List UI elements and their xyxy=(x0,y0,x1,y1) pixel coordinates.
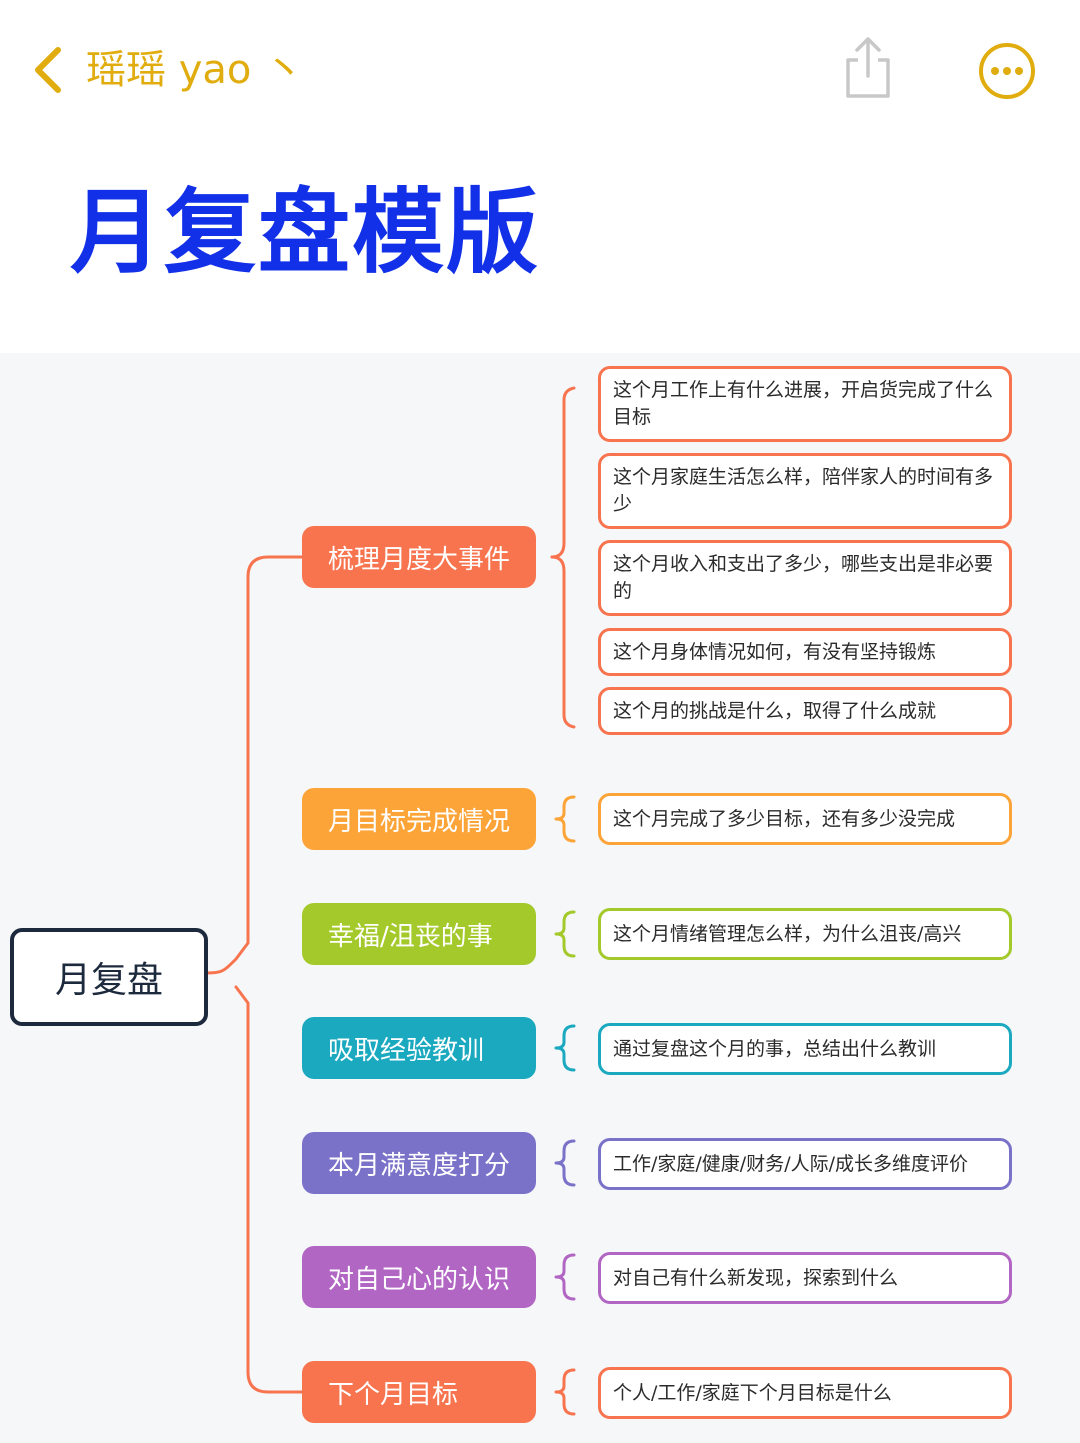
nav-title[interactable]: 瑶瑶 yao 丶 xyxy=(86,47,305,93)
mindmap-connectors xyxy=(198,386,576,1416)
branch-node: 下个月目标 xyxy=(302,1361,536,1423)
share-icon[interactable] xyxy=(840,36,896,100)
branch-node: 本月满意度打分 xyxy=(302,1132,536,1194)
page-title: 月复盘模版 xyxy=(70,179,541,286)
mindmap-root-node: 月复盘 xyxy=(10,928,208,1026)
top-navigation-bar: 瑶瑶 yao 丶 xyxy=(0,0,1080,140)
leaf-node: 这个月身体情况如何，有没有坚持锻炼 xyxy=(598,628,1012,676)
leaf-node: 通过复盘这个月的事，总结出什么教训 xyxy=(598,1023,1012,1075)
leaf-node: 这个月家庭生活怎么样，陪伴家人的时间有多少 xyxy=(598,453,1012,529)
back-chevron-icon[interactable] xyxy=(30,44,66,96)
branch-node: 幸福/沮丧的事 xyxy=(302,903,536,965)
leaf-node: 个人/工作/家庭下个月目标是什么 xyxy=(598,1367,1012,1419)
leaf-node: 这个月情绪管理怎么样，为什么沮丧/高兴 xyxy=(598,908,1012,960)
leaf-node: 工作/家庭/健康/财务/人际/成长多维度评价 xyxy=(598,1138,1012,1190)
leaf-node: 这个月完成了多少目标，还有多少没完成 xyxy=(598,793,1012,845)
branch-node: 对自己心的认识 xyxy=(302,1246,536,1308)
leaf-node: 对自己有什么新发现，探索到什么 xyxy=(598,1252,1012,1304)
more-options-icon[interactable] xyxy=(978,42,1036,100)
branch-node: 吸取经验教训 xyxy=(302,1017,536,1079)
branch-node: 月目标完成情况 xyxy=(302,788,536,850)
leaf-node: 这个月收入和支出了多少，哪些支出是非必要的 xyxy=(598,540,1012,616)
leaf-node: 这个月的挑战是什么，取得了什么成就 xyxy=(598,687,1012,735)
branch-node: 梳理月度大事件 xyxy=(302,526,536,588)
leaf-node: 这个月工作上有什么进展，开启货完成了什么目标 xyxy=(598,366,1012,442)
